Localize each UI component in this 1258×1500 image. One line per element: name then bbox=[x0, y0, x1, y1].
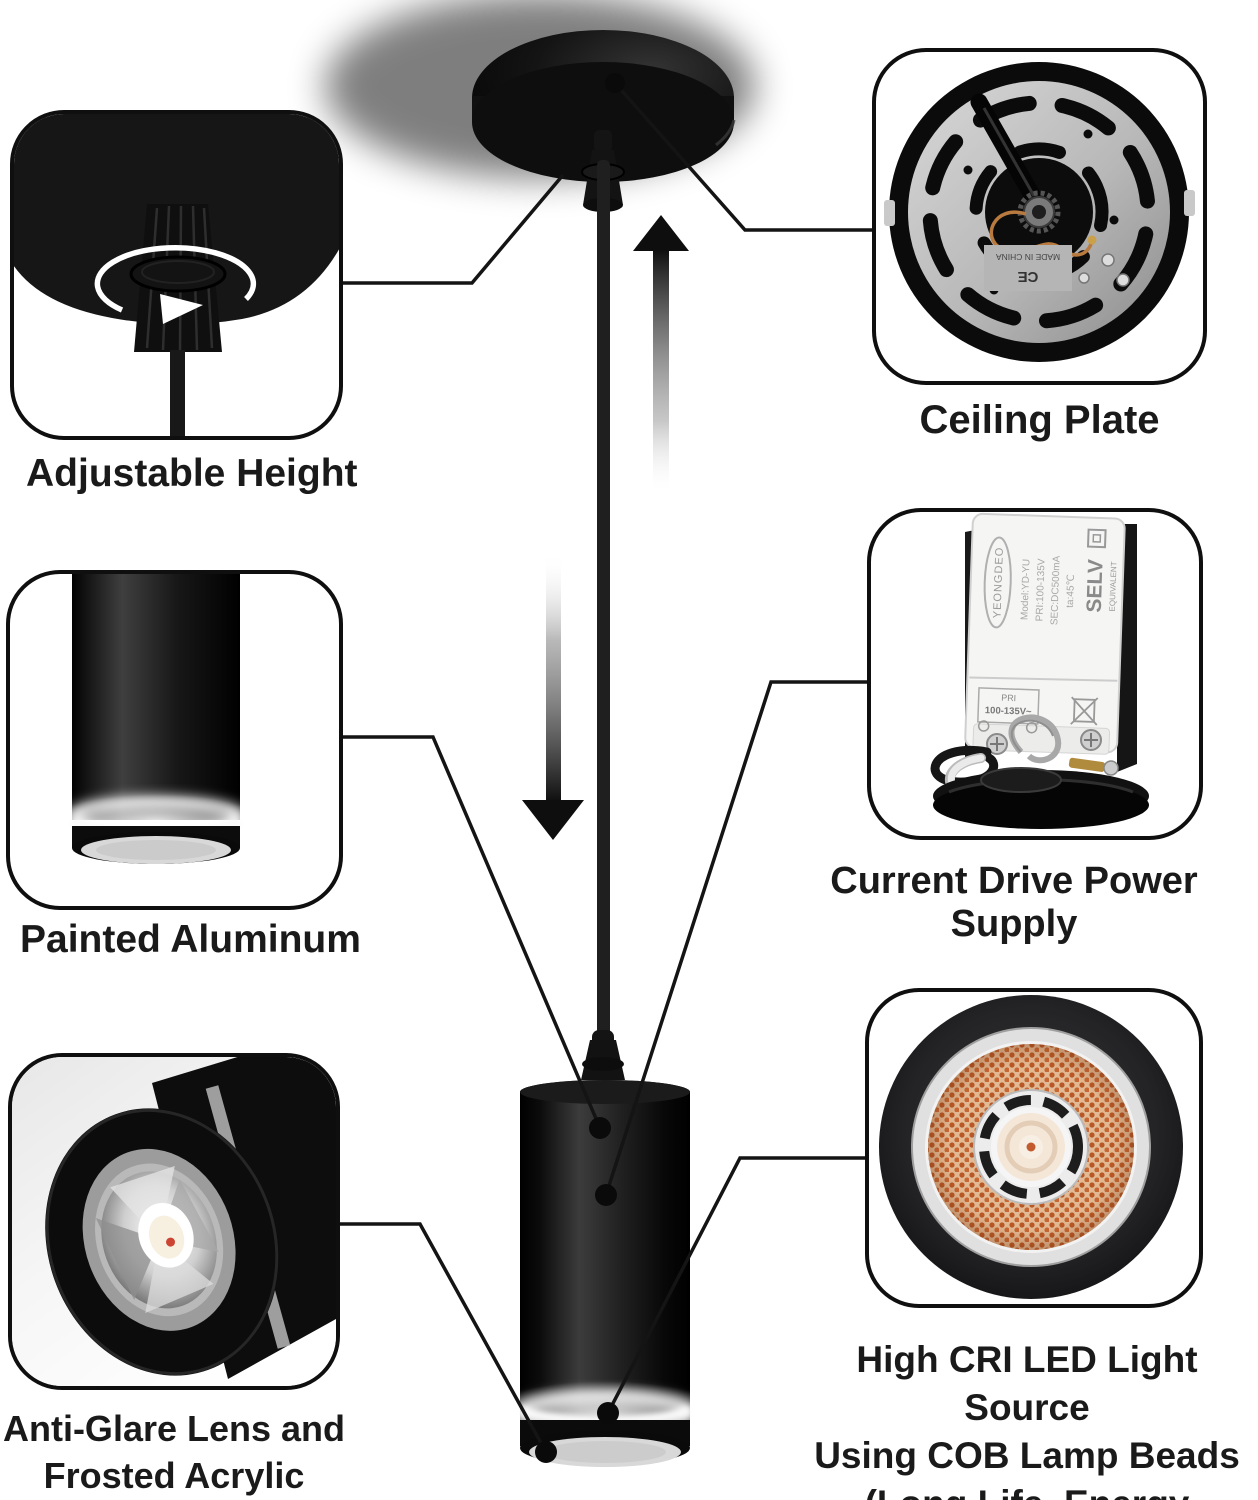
spec-sticker: CE MADE IN CHINA bbox=[984, 245, 1072, 291]
svg-text:SEC:DC500mA: SEC:DC500mA bbox=[1049, 555, 1062, 625]
painted-aluminum-photo bbox=[50, 574, 262, 864]
anti-glare-photo bbox=[12, 1057, 336, 1386]
svg-text:PRI:100-135V: PRI:100-135V bbox=[1034, 558, 1047, 621]
leader-ceiling-plate bbox=[613, 81, 874, 232]
grip-closeup bbox=[129, 204, 227, 436]
leader-adjustable-height bbox=[341, 173, 565, 285]
dot-ceiling-plate bbox=[605, 73, 625, 93]
adjustable-height-photo bbox=[14, 114, 339, 436]
driver-brand: YEONGDEO bbox=[991, 547, 1005, 619]
svg-text:ta:45℃: ta:45℃ bbox=[1065, 574, 1077, 608]
led-die-center bbox=[1026, 1142, 1036, 1152]
ceiling-canopy bbox=[472, 30, 736, 182]
cob-led-photo bbox=[879, 995, 1183, 1299]
lamp-cord-grip bbox=[581, 1030, 625, 1080]
svg-text:PRI: PRI bbox=[1001, 693, 1016, 704]
input-rating-box: PRI 100-135V~ bbox=[977, 687, 1040, 734]
rotation-arrow-icon bbox=[94, 245, 257, 324]
svg-text:CE: CE bbox=[1018, 268, 1039, 285]
power-supply-photo: YEONGDEO Model:YD-YU PRI:100-135V SEC:DC… bbox=[930, 512, 1149, 829]
callout-painted-aluminum bbox=[6, 570, 343, 910]
high-cri-label: High CRI LED Light Source Using COB Lamp… bbox=[814, 1339, 1240, 1500]
leader-high-cri bbox=[606, 1156, 867, 1414]
down-arrow bbox=[522, 553, 584, 840]
gold-terminal bbox=[1068, 757, 1106, 772]
callout-power-supply: YEONGDEO Model:YD-YU PRI:100-135V SEC:DC… bbox=[867, 508, 1203, 840]
leader-lines bbox=[340, 81, 874, 1453]
segment-ring bbox=[979, 1095, 1083, 1199]
svg-text:SELV: SELV bbox=[1083, 559, 1108, 613]
adjustable-height-label: Adjustable Height bbox=[26, 452, 358, 495]
callout-high-cri bbox=[865, 988, 1203, 1308]
ceiling-plate-label: Ceiling Plate bbox=[919, 398, 1160, 442]
leader-anti-glare bbox=[340, 1222, 548, 1453]
suspension-cord bbox=[597, 160, 610, 1040]
callout-anti-glare bbox=[8, 1053, 340, 1390]
dot-high-cri bbox=[597, 1402, 619, 1424]
callout-ceiling-plate: CE MADE IN CHINA bbox=[872, 48, 1207, 385]
painted-aluminum-label: Painted Aluminum bbox=[20, 918, 361, 961]
mount-clip-right bbox=[1184, 190, 1195, 216]
up-arrow bbox=[633, 215, 689, 495]
mount-clip-left bbox=[884, 200, 895, 226]
leader-dots bbox=[535, 73, 625, 1463]
svg-text:Model:YD-YU: Model:YD-YU bbox=[1019, 559, 1032, 620]
leader-power-supply bbox=[604, 680, 869, 1196]
svg-text:EQUIVALENT: EQUIVALENT bbox=[1108, 561, 1119, 611]
power-supply-label: Current Drive Power Supply bbox=[830, 860, 1198, 945]
screws bbox=[986, 729, 1102, 755]
dot-anti-glare bbox=[535, 1441, 557, 1463]
callout-adjustable-height bbox=[10, 110, 343, 440]
lamp-face bbox=[45, 1108, 279, 1376]
dot-painted-aluminum bbox=[589, 1117, 611, 1139]
svg-text:MADE IN CHINA: MADE IN CHINA bbox=[996, 252, 1061, 262]
anti-glare-label: Anti-Glare Lens and Frosted Acrylic bbox=[2, 1408, 346, 1496]
leader-painted-aluminum bbox=[341, 735, 602, 1129]
crossed-bin-icon bbox=[1070, 696, 1099, 726]
dot-power-supply bbox=[595, 1184, 617, 1206]
svg-text:100-135V~: 100-135V~ bbox=[985, 705, 1033, 718]
ceiling-plate-photo: CE MADE IN CHINA bbox=[884, 62, 1195, 362]
